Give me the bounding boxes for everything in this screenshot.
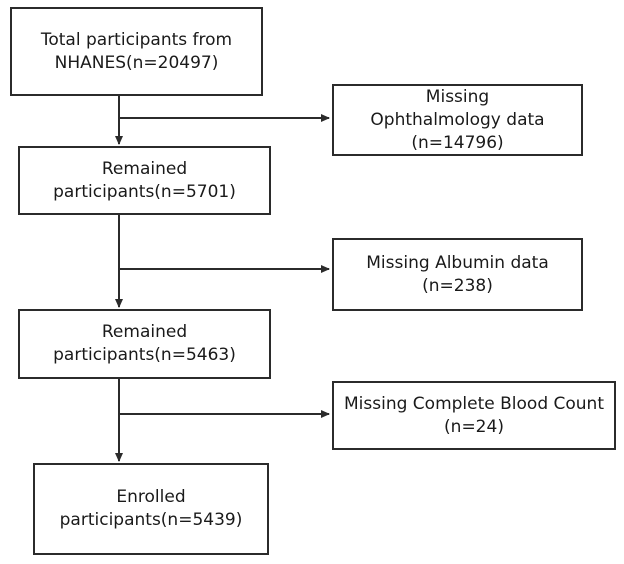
enrolled-line2: participants(n=5439) <box>59 510 243 530</box>
remained-1-line1: Remained <box>101 158 188 179</box>
missing-albumin-line1: Missing Albumin data <box>366 252 549 273</box>
remained-participants-box-2: Remained participants(n=5463) <box>18 309 271 379</box>
missing-blood-count-box: Missing Complete Blood Count (n=24) <box>332 381 616 450</box>
total-participants-box: Total participants from NHANES(n=20497) <box>10 7 263 96</box>
missing-albumin-count: (n=238) <box>422 275 493 296</box>
total-participants-line1: Total participants from <box>40 29 233 50</box>
missing-ophthalmology-line2: Ophthalmology data <box>370 109 545 130</box>
enrolled-participants-box: Enrolled participants(n=5439) <box>33 463 269 555</box>
remained-1-line2: participants(n=5701) <box>53 181 236 202</box>
missing-ophthalmology-box: Missing Ophthalmology data (n=14796) <box>332 84 583 156</box>
total-participants-line2: NHANES(n=20497) <box>54 52 219 73</box>
missing-blood-count-count: (n=24) <box>444 416 504 437</box>
missing-ophthalmology-line1: Missing <box>425 86 490 107</box>
missing-albumin-box: Missing Albumin data (n=238) <box>332 238 583 311</box>
remained-2-line2: participants(n=5463) <box>53 345 236 365</box>
remained-2-line1: Remained <box>101 322 188 342</box>
enrolled-line1: Enrolled <box>116 487 186 507</box>
missing-blood-count-line1: Missing Complete Blood Count <box>344 393 604 414</box>
remained-participants-box-1: Remained participants(n=5701) <box>18 146 271 215</box>
missing-ophthalmology-count: (n=14796) <box>411 132 504 153</box>
